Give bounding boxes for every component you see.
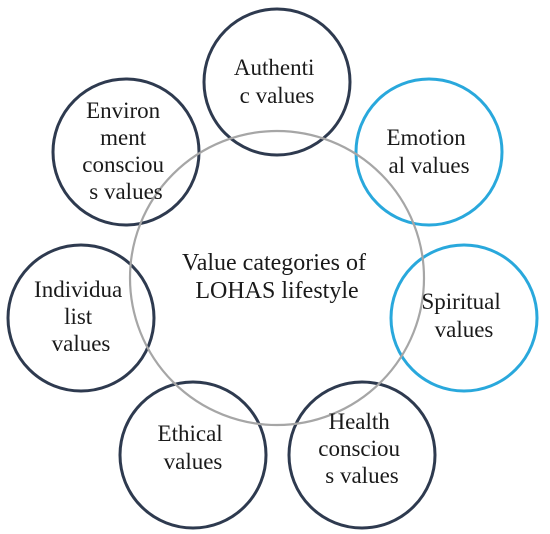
circle-ethical-values [118, 380, 268, 530]
circle-environment-conscious-values [51, 77, 201, 227]
label-line: Spiritual [422, 289, 501, 314]
label-emotional-values: Emotion al values [387, 125, 472, 178]
center-label-line: LOHAS lifestyle [195, 278, 358, 304]
center-label-line: Value categories of [182, 250, 366, 276]
label-spiritual-values: Spiritual values [422, 289, 507, 342]
label-line: consciou [318, 436, 400, 461]
center-circle [128, 129, 426, 427]
label-line: c values [240, 83, 315, 108]
label-line: Emotion [387, 125, 467, 150]
label-line: s values [325, 463, 399, 488]
center-label: Value categories of LOHAS lifestyle [182, 250, 372, 304]
label-environment-conscious-values: Environ ment consciou s values [82, 98, 170, 204]
circle-emotional-values [354, 77, 504, 227]
label-individualist-values: Individua list values [34, 277, 128, 356]
label-line: Individua [34, 277, 122, 302]
label-line: s values [89, 179, 163, 204]
label-line: Authenti [234, 55, 315, 80]
label-line: values [52, 331, 111, 356]
label-line: Environ [86, 98, 161, 123]
label-line: values [435, 317, 494, 342]
circle-individualist-values [6, 243, 156, 393]
label-health-conscious-values: Health consciou s values [318, 409, 406, 488]
label-line: consciou [82, 152, 164, 177]
label-line: Ethical [158, 421, 223, 446]
category-circles [6, 7, 539, 530]
label-line: list [64, 304, 93, 329]
label-line: values [164, 449, 223, 474]
circle-authentic-values [202, 7, 352, 157]
circle-health-conscious-values [287, 380, 437, 530]
label-line: ment [100, 125, 147, 150]
label-line: al values [388, 153, 469, 178]
circle-spiritual-values [389, 243, 539, 393]
label-authentic-values: Authenti c values [234, 55, 320, 108]
label-ethical-values: Ethical values [158, 421, 229, 474]
label-line: Health [328, 409, 390, 434]
